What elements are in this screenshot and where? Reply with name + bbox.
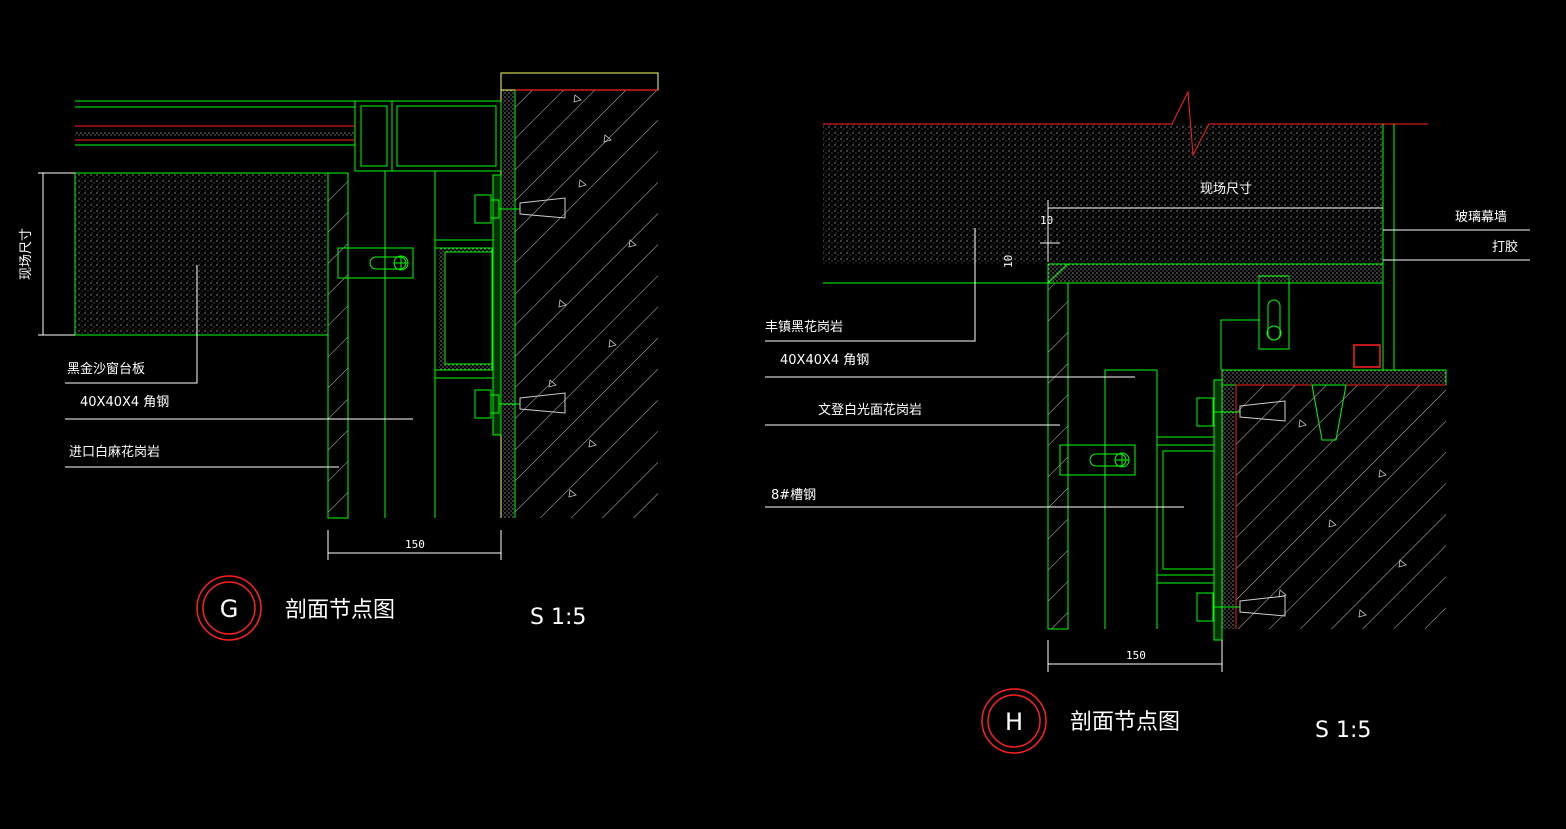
detail-marker-circle-g — [196, 575, 262, 641]
granite-cladding-g — [327, 172, 349, 519]
detail-marker-circle-h — [981, 688, 1047, 754]
label-h-white-granite: 文登白光面花岗岩 — [818, 402, 922, 418]
granite-cladding-h — [1047, 282, 1069, 630]
sill-board-g — [74, 172, 329, 336]
title-g: 剖面节点图 — [285, 598, 395, 623]
small-dim-h-2: 10 — [1002, 255, 1015, 268]
dimension-h: 150 — [1126, 649, 1146, 662]
label-h-black-granite: 丰镇黑花岗岩 — [765, 319, 843, 335]
top-dimension-label-h: 现场尺寸 — [1200, 182, 1252, 197]
label-h-glass-curtain-wall: 玻璃幕墙 — [1455, 210, 1507, 225]
detail-h — [765, 90, 1530, 754]
label-h-channel-steel: 8#槽钢 — [771, 488, 816, 503]
title-h: 剖面节点图 — [1070, 710, 1180, 735]
anchor-bolt-h-bottom — [1196, 592, 1240, 622]
small-dim-h-1: 10 — [1040, 214, 1053, 227]
slab-h — [823, 124, 1383, 264]
anchor-bolt-g-bottom — [474, 389, 520, 419]
label-h-angle-steel: 40X40X4 角钢 — [780, 353, 869, 368]
label-g-angle-steel: 40X40X4 角钢 — [80, 395, 169, 410]
label-h-sealant: 打胶 — [1492, 239, 1518, 255]
marker-letter-g: G — [220, 595, 239, 623]
wall-finish-g — [503, 90, 515, 518]
anchor-bolt-g-top — [474, 194, 520, 224]
scale-g: S 1:5 — [530, 605, 586, 630]
concrete-wall-h — [1236, 385, 1446, 629]
dimension-g: 150 — [405, 538, 425, 551]
marker-letter-h: H — [1005, 708, 1023, 736]
concrete-wall-g — [515, 90, 658, 518]
anchor-bolt-h-top — [1196, 397, 1240, 427]
detail-g — [38, 72, 659, 641]
vertical-dimension-label-g: 现场尺寸 — [19, 228, 34, 280]
scale-h: S 1:5 — [1315, 718, 1371, 743]
label-g-granite: 进口白麻花岗岩 — [69, 444, 160, 460]
label-g-sill-board: 黑金沙窗台板 — [67, 361, 145, 377]
